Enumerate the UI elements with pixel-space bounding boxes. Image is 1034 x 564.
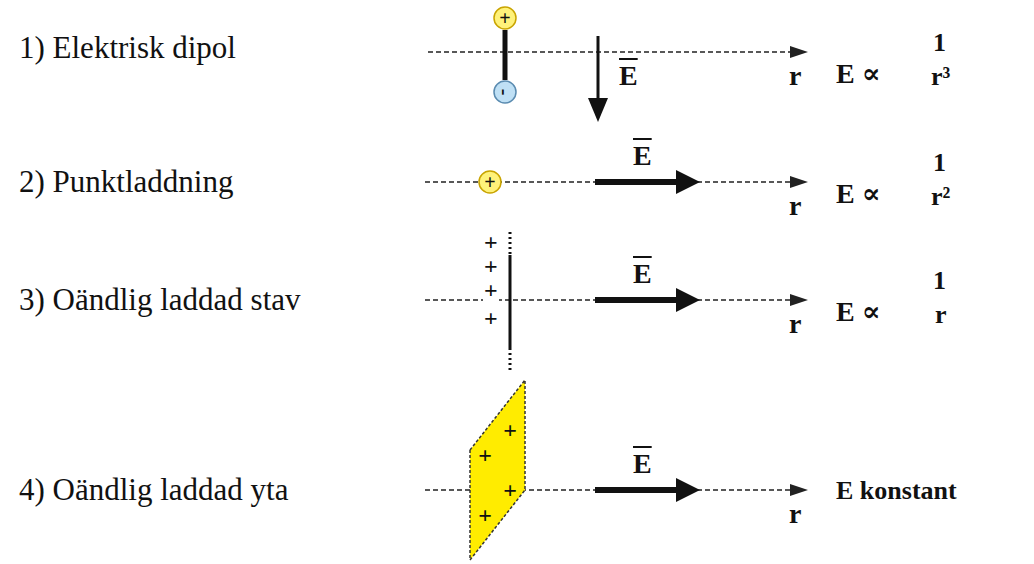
r-axis	[428, 51, 792, 53]
axis-heads	[790, 46, 808, 496]
field-arrowhead	[676, 288, 700, 312]
charged-rod	[510, 232, 511, 372]
formula: E konstant	[835, 478, 958, 504]
field-vector-label: E	[632, 450, 653, 478]
formula: E ∝	[835, 298, 882, 326]
axis-label: r	[788, 62, 802, 90]
axis-label: r	[788, 192, 802, 220]
field-arrow	[595, 487, 680, 493]
dipole-bar	[503, 30, 508, 80]
formula: E ∝	[835, 60, 882, 88]
formula: E ∝	[835, 180, 882, 208]
charged-surface: + + + +	[466, 376, 530, 564]
charge-sign: +	[484, 172, 495, 192]
charge-sign: +	[503, 478, 517, 502]
circle-outline	[494, 81, 516, 103]
formula: 1	[932, 268, 947, 294]
charge-sign: +	[483, 230, 499, 254]
formula: r	[934, 302, 948, 328]
charge-sign: -	[495, 89, 515, 96]
charged-surface-shape	[466, 376, 530, 564]
point-charge: +	[478, 170, 502, 194]
axis-arrowhead	[790, 484, 808, 496]
field-vector-label: E	[632, 142, 653, 170]
field-vector-label: E	[632, 260, 653, 288]
formula: 1	[932, 30, 947, 56]
axis-arrowhead	[790, 46, 808, 58]
axis-arrowhead	[790, 176, 808, 188]
field-arrow	[595, 297, 680, 303]
field-arrows	[588, 36, 700, 502]
positive-charge: +	[493, 6, 517, 30]
axis-label: r	[788, 310, 802, 338]
axis-lines	[425, 52, 792, 490]
charge-sign: +	[483, 254, 499, 278]
r-axis	[425, 299, 792, 301]
charge-sign: +	[478, 503, 492, 527]
axis-arrowhead	[790, 294, 808, 306]
field-arrow	[597, 36, 600, 100]
surface-outline	[470, 380, 525, 560]
field-arrowhead	[588, 98, 608, 122]
axis-label: r	[788, 500, 802, 528]
field-arrow	[595, 179, 680, 185]
formula: r²	[930, 184, 951, 210]
row-label: 3) Oändlig laddad stav	[18, 284, 302, 315]
charge-sign: +	[483, 306, 499, 330]
field-arrowhead	[676, 478, 700, 502]
negative-charge: -	[493, 80, 517, 104]
field-vector-label: E	[618, 62, 639, 90]
rod-dotted	[509, 232, 512, 255]
formula: 1	[932, 150, 947, 176]
charge-sign: +	[478, 443, 492, 467]
charge-sign: +	[503, 418, 517, 442]
row-label: 1) Elektrisk dipol	[18, 32, 237, 63]
rod-dotted	[509, 348, 512, 372]
field-arrowhead	[676, 170, 700, 194]
circle-outline	[479, 171, 501, 193]
charge-sign: +	[483, 278, 499, 302]
circle-outline	[494, 7, 516, 29]
formula: r³	[930, 64, 951, 90]
row-label: 4) Oändlig laddad yta	[18, 474, 289, 505]
row-label: 2) Punktladdning	[18, 166, 234, 197]
charge-sign: +	[499, 8, 510, 28]
rod-solid	[509, 255, 512, 348]
